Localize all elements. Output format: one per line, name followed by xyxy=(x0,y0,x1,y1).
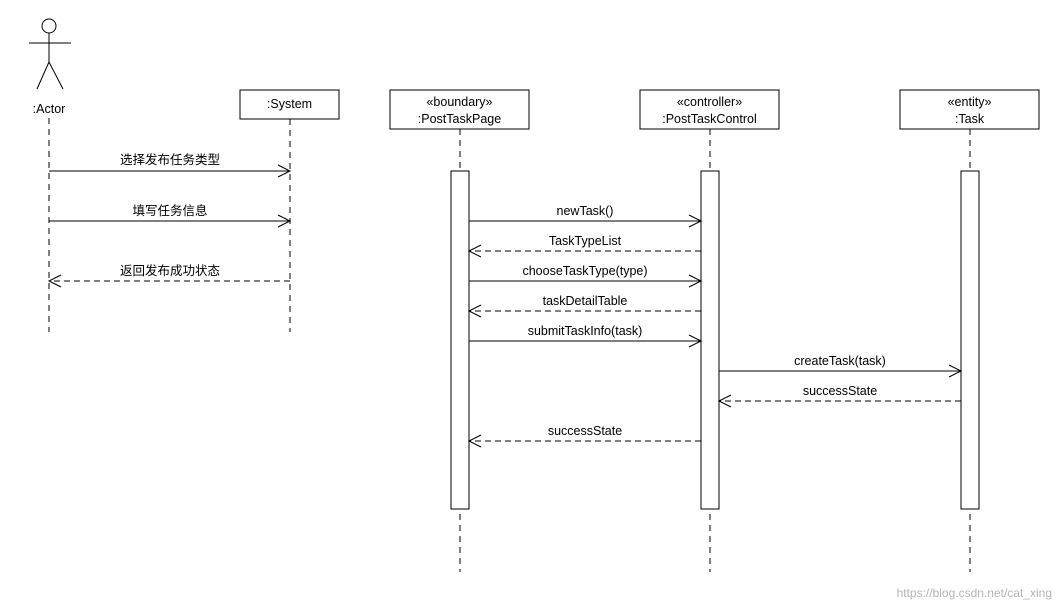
message-11-label: successState xyxy=(548,424,622,438)
message-11: successState xyxy=(467,424,701,448)
message-9: createTask(task) xyxy=(719,354,963,378)
participant-page: «boundary» :PostTaskPage xyxy=(389,89,530,130)
message-8: submitTaskInfo(task) xyxy=(469,324,703,348)
message-9-label: createTask(task) xyxy=(794,354,886,368)
participant-task: «entity» :Task xyxy=(899,89,1040,130)
actor xyxy=(29,18,71,90)
participant-system: :System xyxy=(239,89,340,120)
participant-task-name: :Task xyxy=(955,112,985,126)
message-7: taskDetailTable xyxy=(467,294,701,318)
activation-task xyxy=(960,170,980,510)
message-3: 返回发布成功状态 xyxy=(47,263,290,288)
message-2-label: 填写任务信息 xyxy=(132,203,207,218)
message-6-label: chooseTaskType(type) xyxy=(522,264,647,278)
message-1: 选择发布任务类型 xyxy=(49,152,292,178)
message-7-label: taskDetailTable xyxy=(543,294,628,308)
message-2: 填写任务信息 xyxy=(49,203,292,228)
message-10-label: successState xyxy=(803,384,877,398)
message-5: TaskTypeList xyxy=(467,234,701,258)
activation-page xyxy=(450,170,470,510)
participant-system-name: :System xyxy=(267,97,312,111)
message-5-label: TaskTypeList xyxy=(549,234,622,248)
message-8-label: submitTaskInfo(task) xyxy=(528,324,643,338)
message-4-label: newTask() xyxy=(557,204,614,218)
watermark: https://blog.csdn.net/cat_xing xyxy=(897,586,1052,600)
participant-page-stereotype: «boundary» xyxy=(426,95,492,109)
actor-head-icon xyxy=(41,18,57,34)
actor-label: :Actor xyxy=(33,102,66,116)
participant-control: «controller» :PostTaskControl xyxy=(639,89,780,130)
participant-control-name: :PostTaskControl xyxy=(662,112,756,126)
participant-page-name: :PostTaskPage xyxy=(418,112,501,126)
message-6: chooseTaskType(type) xyxy=(469,264,703,288)
participant-task-stereotype: «entity» xyxy=(948,95,992,109)
message-4: newTask() xyxy=(469,204,703,228)
participant-control-stereotype: «controller» xyxy=(677,95,742,109)
message-1-label: 选择发布任务类型 xyxy=(120,152,220,167)
message-10: successState xyxy=(717,384,961,408)
message-3-label: 返回发布成功状态 xyxy=(120,263,220,278)
activation-control xyxy=(700,170,720,510)
